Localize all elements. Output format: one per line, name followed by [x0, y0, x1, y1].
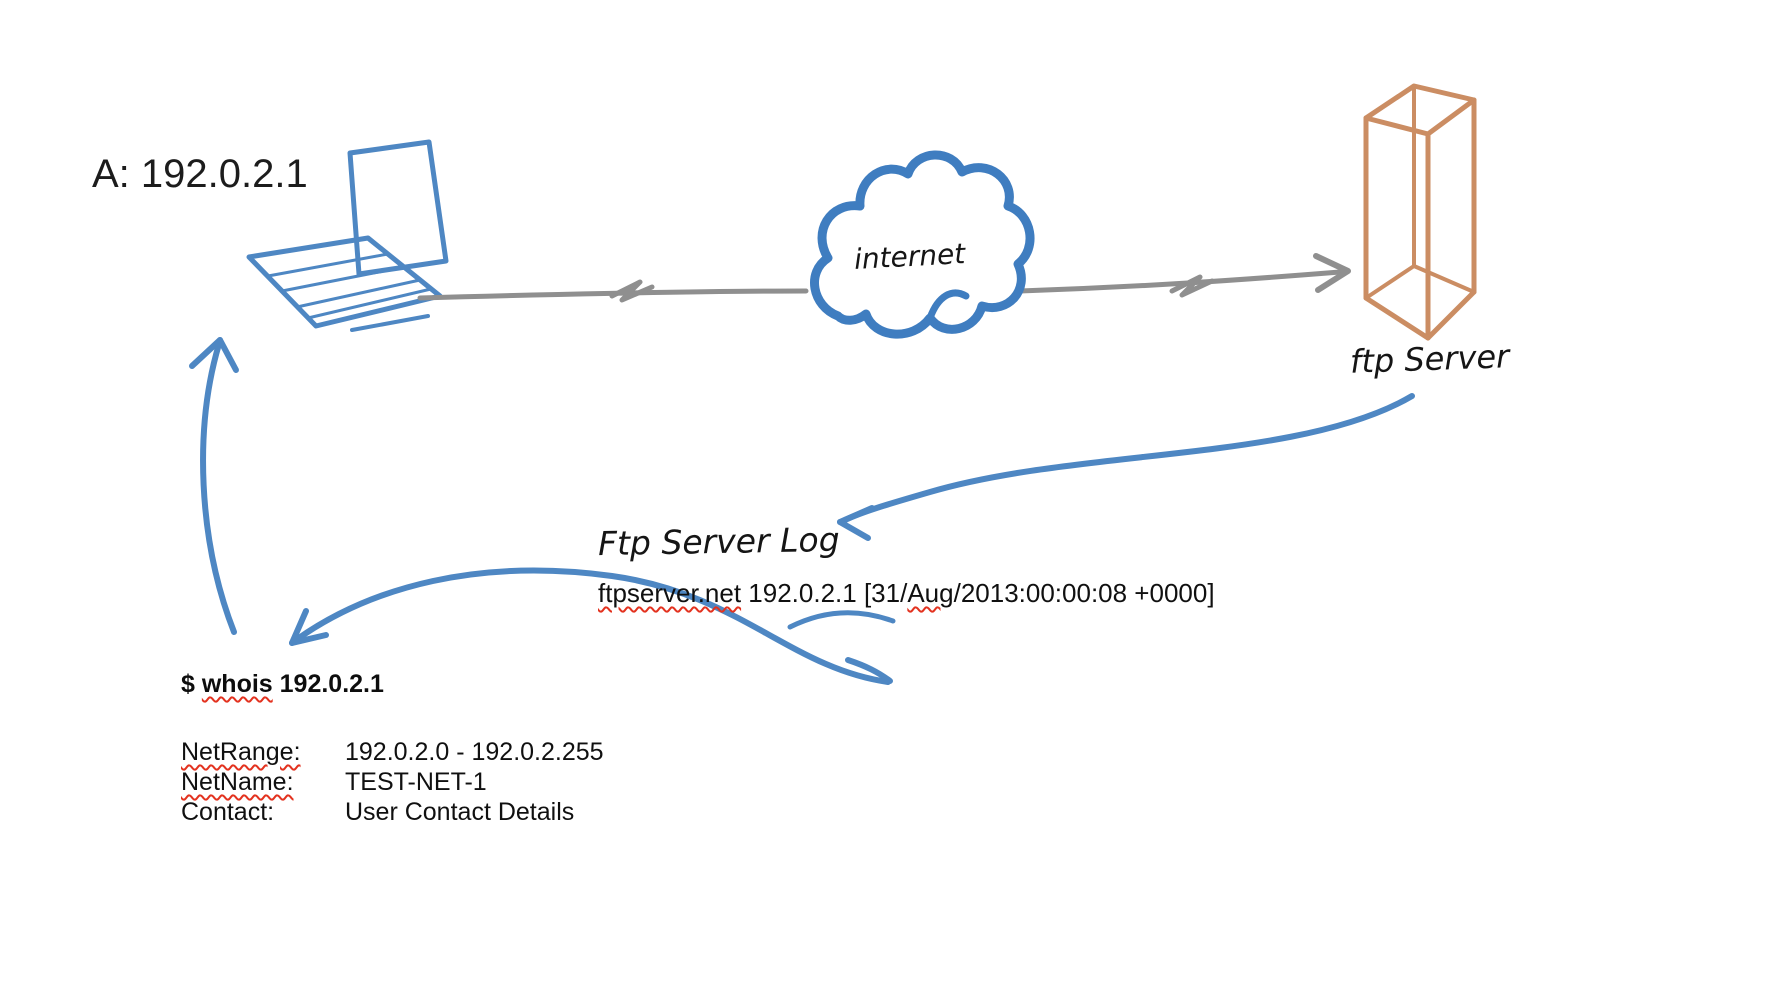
- whois-netname-value: TEST-NET-1: [345, 768, 487, 796]
- link-client-internet: [417, 279, 809, 303]
- whois-netname-label: NetName:: [181, 768, 294, 796]
- ftp-log-entry: ftpserver.net 192.0.2.1 [31/Aug/2013:00:…: [598, 578, 1215, 609]
- arrow-log-to-whois: [289, 567, 893, 685]
- ftp-server-log-title: Ftp Server Log: [597, 519, 840, 564]
- whois-binary: whois: [201, 670, 273, 698]
- log-entry-ip: 192.0.2.1 [31/: [741, 578, 908, 608]
- whois-argument: 192.0.2.1: [272, 670, 384, 698]
- log-hostname: ftpserver.net: [598, 578, 742, 608]
- ftp-server-label: ftp Server: [1349, 337, 1510, 381]
- log-underline-flourish: [787, 610, 896, 630]
- whois-netrange-label: NetRange:: [181, 738, 301, 766]
- arrow-whois-to-client: [189, 337, 239, 635]
- whois-row-netname: NetName: TEST-NET-1: [181, 767, 604, 797]
- arrow-server-to-log: [837, 393, 1415, 541]
- laptop-icon: [246, 139, 449, 332]
- link-internet-server: [1017, 253, 1351, 298]
- shell-prompt: $: [181, 670, 202, 698]
- whois-netrange-value: 192.0.2.0 - 192.0.2.255: [345, 738, 604, 766]
- internet-cloud-icon: [810, 150, 1035, 339]
- log-entry-rest: /2013:00:00:08 +0000]: [953, 578, 1215, 608]
- ftp-server-icon: [1363, 83, 1477, 341]
- log-entry-month: Aug: [907, 578, 954, 608]
- internet-label: internet: [853, 237, 966, 276]
- whois-contact-value: User Contact Details: [345, 798, 575, 826]
- whois-output: NetRange: 192.0.2.0 - 192.0.2.255 NetNam…: [181, 737, 604, 827]
- whois-row-contact: Contact: User Contact Details: [181, 797, 604, 827]
- whois-row-netrange: NetRange: 192.0.2.0 - 192.0.2.255: [181, 737, 604, 767]
- whois-command: $ whois 192.0.2.1: [181, 670, 384, 699]
- whois-contact-label: Contact:: [181, 798, 275, 826]
- client-ip-label: A: 192.0.2.1: [92, 152, 308, 196]
